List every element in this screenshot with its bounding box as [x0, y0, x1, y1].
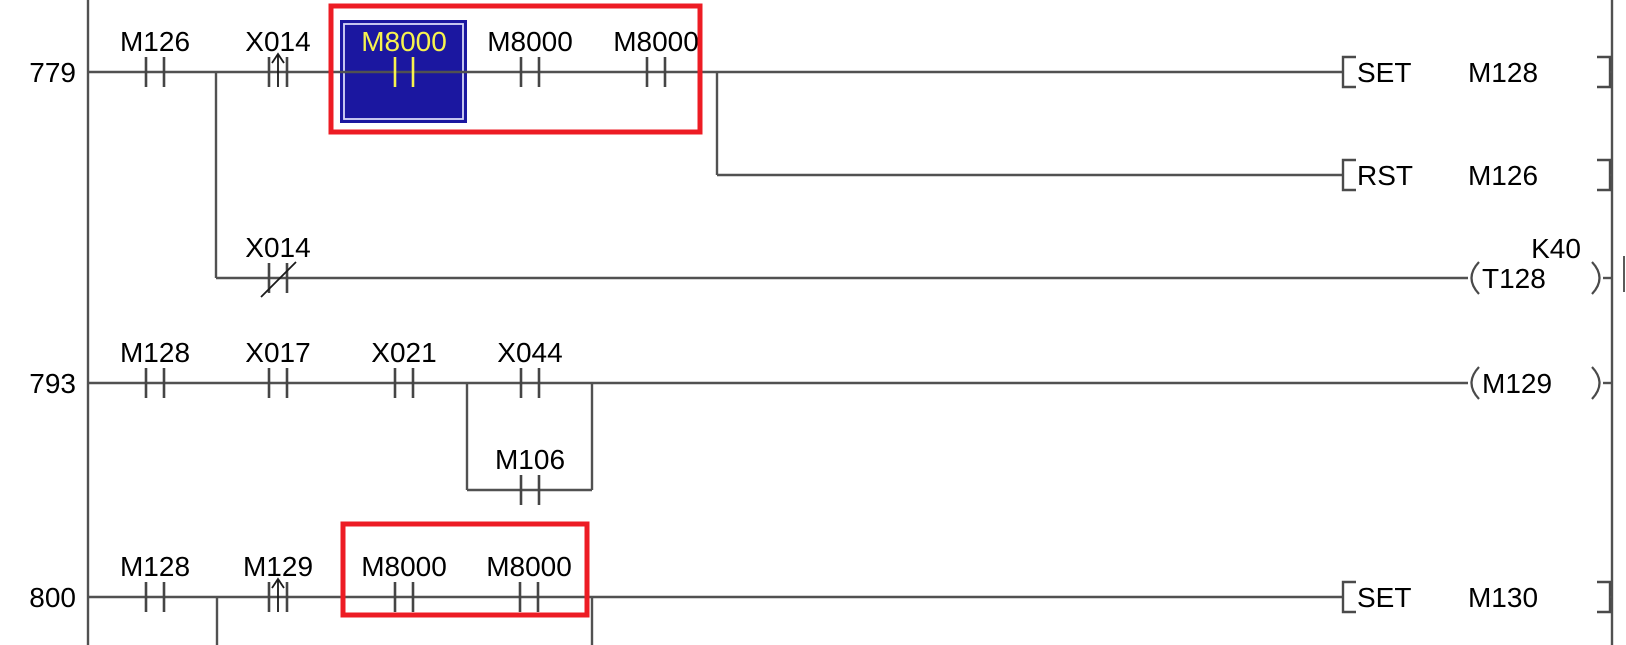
contact-label: M106 [495, 444, 565, 475]
step-number: 779 [29, 57, 76, 88]
instruction-opcode: SET [1357, 57, 1411, 88]
instruction-device: M126 [1468, 160, 1538, 191]
instruction-rst-m126[interactable]: RST M126 [1341, 158, 1613, 192]
close-bracket [1597, 158, 1612, 192]
close-bracket [1597, 580, 1612, 614]
instruction-opcode: RST [1357, 160, 1413, 191]
contact-label: M126 [120, 26, 190, 57]
contact-m8000-3[interactable]: M8000 [613, 26, 699, 87]
contact-label: X017 [245, 337, 310, 368]
step-number: 800 [29, 582, 76, 613]
contact-m8000-2[interactable]: M8000 [487, 26, 573, 87]
coil-close-paren [1591, 366, 1601, 400]
contact-m8000-1[interactable]: M8000 [361, 551, 447, 612]
instruction-device: M130 [1468, 582, 1538, 613]
instruction-set-m130[interactable]: SET M130 [1341, 580, 1613, 614]
step-number: 793 [29, 368, 76, 399]
contact-m106[interactable]: M106 [495, 444, 565, 505]
instruction-opcode: SET [1357, 582, 1411, 613]
contact-label: M129 [243, 551, 313, 582]
contact-label: M8000 [613, 26, 699, 57]
coil-open-paren [1470, 261, 1480, 295]
contact-label: M128 [120, 337, 190, 368]
normally-closed-slash-icon [260, 261, 297, 298]
coil-device: M129 [1482, 368, 1552, 399]
contact-label: X014 [245, 26, 310, 57]
contact-m128[interactable]: M128 [120, 337, 190, 398]
contact-x044[interactable]: X044 [497, 337, 563, 398]
rung-800: 800 M128 M129 M8000 M8000 [29, 521, 1613, 645]
coil-t128[interactable]: K40 T128 [1470, 233, 1614, 295]
contact-label: M8000 [361, 551, 447, 582]
coil-constant: K40 [1531, 233, 1581, 264]
contact-label: X021 [371, 337, 436, 368]
coil-m129[interactable]: M129 [1470, 366, 1614, 400]
contact-label: M8000 [361, 26, 447, 57]
selected-cell-m8000[interactable]: M8000 [340, 20, 467, 123]
contact-label: M128 [120, 551, 190, 582]
contact-m8000-2[interactable]: M8000 [486, 551, 572, 612]
annotation-red-box-1 [328, 3, 703, 135]
contact-label: M8000 [487, 26, 573, 57]
contact-x021[interactable]: X021 [371, 337, 437, 398]
contact-m129-rising[interactable]: M129 [243, 551, 313, 612]
annotation-red-box-2 [340, 521, 590, 618]
contact-label: X044 [497, 337, 562, 368]
close-bracket [1597, 55, 1612, 89]
instruction-device: M128 [1468, 57, 1538, 88]
open-bracket [1341, 580, 1356, 614]
coil-device: T128 [1482, 263, 1546, 294]
contact-m128[interactable]: M128 [120, 551, 190, 612]
contact-x017[interactable]: X017 [245, 337, 311, 398]
rung-793: 793 M128 X017 X021 X044 [29, 337, 1613, 505]
coil-open-paren [1470, 366, 1480, 400]
open-bracket [1341, 158, 1356, 192]
coil-close-paren [1591, 261, 1601, 295]
rising-edge-arrow-icon [271, 52, 285, 87]
instruction-set-m128[interactable]: SET M128 [1341, 55, 1613, 89]
rung-779: 779 M126 X014 M8000 [29, 3, 1614, 298]
contact-x014-rising[interactable]: X014 [245, 26, 311, 87]
open-bracket [1341, 55, 1356, 89]
contact-x014-nc[interactable]: X014 [245, 232, 311, 298]
rising-edge-arrow-icon [271, 577, 285, 612]
contact-label: X014 [245, 232, 310, 263]
contact-label: M8000 [486, 551, 572, 582]
contact-m126[interactable]: M126 [120, 26, 190, 87]
